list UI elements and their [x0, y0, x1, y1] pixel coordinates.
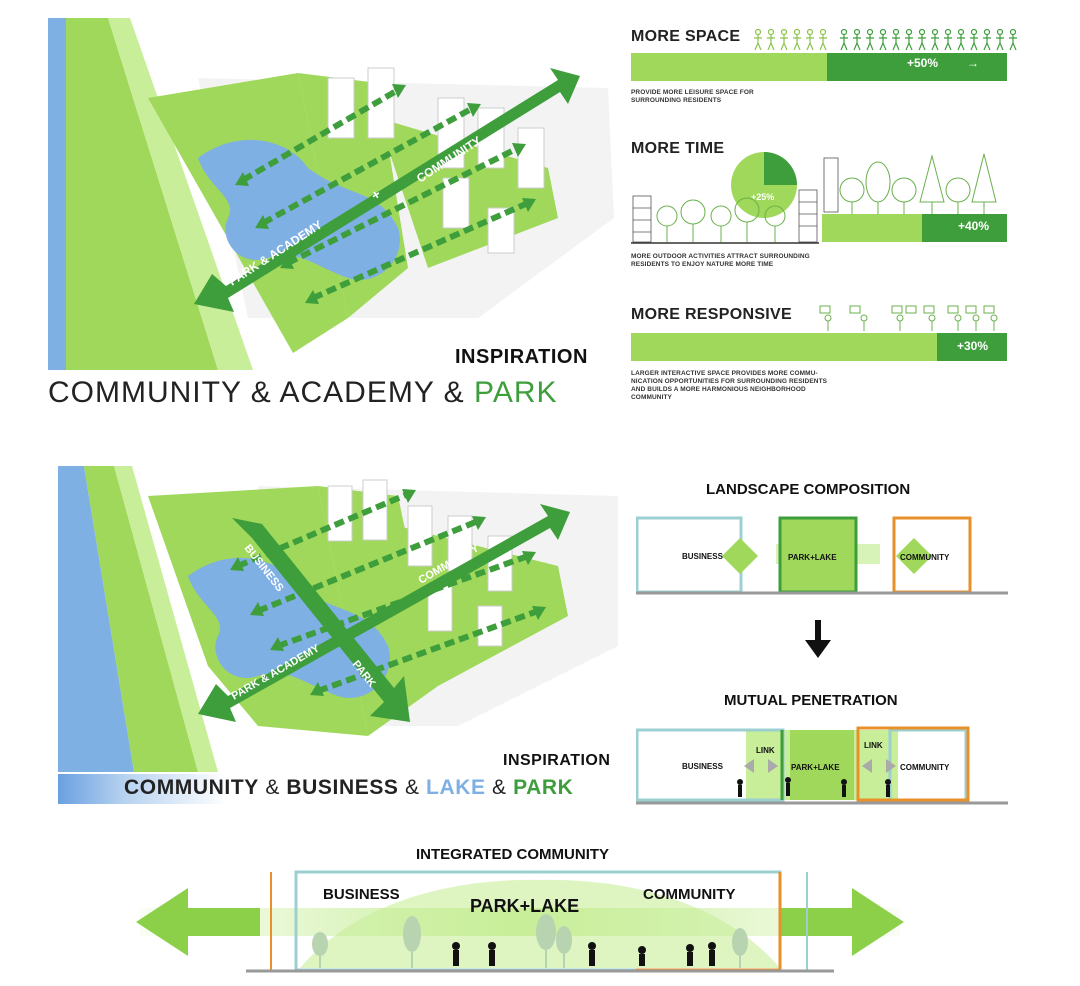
more-time-desc: MORE OUTDOOR ACTIVITIES ATTRACT SURROUND…: [631, 253, 810, 269]
penetration-diagram: BUSINESS LINK PARK+LAKE LINK COMMUNITY: [635, 726, 1008, 806]
more-space-desc-line2: SURROUNDING RESIDENTS: [631, 97, 722, 104]
more-time-bar: +40%: [822, 214, 1007, 242]
more-space-desc-line1: PROVIDE MORE LEISURE SPACE FOR: [631, 89, 754, 96]
more-responsive-desc-line2: NICATION OPPORTUNITIES FOR SURROUNDING R…: [631, 378, 828, 385]
composition-park-lake: PARK+LAKE: [788, 553, 837, 562]
penetration-park-lake: PARK+LAKE: [791, 763, 840, 772]
penetration-link-right: LINK: [864, 741, 883, 750]
composition-diagram: BUSINESS PARK+LAKE COMMUNITY: [635, 516, 1008, 596]
more-responsive-desc: LARGER INTERACTIVE SPACE PROVIDES MORE C…: [631, 370, 827, 402]
caption-2-band: [58, 774, 622, 804]
more-space-badge: +50%: [907, 56, 939, 70]
main-arrow-2: [198, 504, 570, 722]
left-arrow-icon: [136, 888, 260, 956]
inspiration-map-1: PARK & ACADEMY + COMMUNITY: [48, 18, 614, 370]
more-space-desc: PROVIDE MORE LEISURE SPACE FOR SURROUNDI…: [631, 89, 754, 105]
more-time-badge: +40%: [958, 219, 990, 233]
river-strip: [48, 18, 66, 370]
more-space-arrow-icon: →: [967, 56, 979, 70]
inspiration-heading-1: INSPIRATION: [455, 346, 588, 368]
green-belt: [66, 18, 218, 370]
inspiration-map-2: BUSINESS COMMUNITY PARK & ACADEMY PARK: [58, 466, 620, 772]
more-responsive-desc-line4: COMMUNITY: [631, 394, 672, 401]
integrated-business: BUSINESS: [323, 886, 400, 903]
caption-2-amp3: &: [492, 776, 507, 799]
caption-2-community: COMMUNITY: [124, 776, 259, 799]
penetration-community: COMMUNITY: [900, 763, 950, 772]
more-responsive-desc-line1: LARGER INTERACTIVE SPACE PROVIDES MORE C…: [631, 370, 818, 377]
more-responsive-badge: +30%: [957, 339, 989, 353]
pie-label: +25%: [751, 192, 774, 202]
business-arrow: [232, 518, 410, 722]
pie-slice: [764, 152, 797, 185]
more-responsive-bar: +30%: [631, 333, 1007, 361]
more-time-title: MORE TIME: [631, 140, 725, 157]
penetration-link-left: LINK: [756, 746, 775, 755]
caption-1-park: PARK: [474, 376, 558, 409]
composition-community: COMMUNITY: [900, 553, 950, 562]
river-strip-2: [58, 466, 134, 772]
more-responsive-desc-line3: AND BUILDS A MORE HARMONIOUS NEIGHBORHOO…: [631, 386, 806, 393]
more-time-desc-line1: MORE OUTDOOR ACTIVITIES ATTRACT SURROUND…: [631, 253, 810, 260]
more-time-pie: +25%: [729, 150, 799, 220]
more-responsive-bar-fill: [937, 333, 1007, 361]
more-responsive-people-icon: [818, 304, 1008, 337]
caption-2-amp1: &: [265, 776, 280, 799]
arrow-down-icon: [805, 620, 831, 665]
integrated-title: INTEGRATED COMMUNITY: [416, 846, 610, 863]
more-time-trees: [822, 150, 1004, 214]
more-time-desc-line2: RESIDENTS TO ENJOY NATURE MORE TIME: [631, 261, 774, 268]
integrated-community: COMMUNITY: [643, 886, 736, 903]
lake-shape-2: [188, 557, 390, 698]
penetration-business: BUSINESS: [682, 762, 723, 771]
caption-1: COMMUNITY & ACADEMY & PARK: [48, 376, 558, 410]
main-arrow-1: [194, 68, 580, 312]
inspiration-heading-2: INSPIRATION: [503, 752, 611, 769]
more-space-people-icon: [752, 28, 1022, 57]
composition-business: BUSINESS: [682, 552, 723, 561]
caption-1-amp2: &: [443, 376, 465, 409]
caption-1-academy: ACADEMY: [279, 376, 435, 409]
caption-2: COMMUNITY & BUSINESS & LAKE & PARK: [124, 776, 573, 800]
more-space-title: MORE SPACE: [631, 28, 741, 45]
caption-2-park: PARK: [513, 776, 574, 799]
integrated-park-lake: PARK+LAKE: [470, 896, 580, 916]
more-space-bar: +50% →: [631, 53, 1007, 81]
integrated-diagram: BUSINESS PARK+LAKE COMMUNITY: [0, 868, 1080, 980]
right-arrow-icon: [780, 888, 904, 956]
penetration-title: MUTUAL PENETRATION: [724, 692, 898, 709]
more-responsive-title: MORE RESPONSIVE: [631, 306, 792, 323]
caption-2-business: BUSINESS: [286, 776, 399, 799]
more-time-bar-fill: [922, 214, 1007, 242]
caption-2-amp2: &: [404, 776, 420, 799]
more-space-bar-fill: [827, 53, 1007, 81]
caption-2-lake: LAKE: [426, 776, 486, 799]
composition-title: LANDSCAPE COMPOSITION: [706, 481, 911, 498]
caption-1-community: COMMUNITY: [48, 376, 242, 409]
more-time-street-scene: [631, 188, 819, 244]
caption-1-amp1: &: [250, 376, 272, 409]
